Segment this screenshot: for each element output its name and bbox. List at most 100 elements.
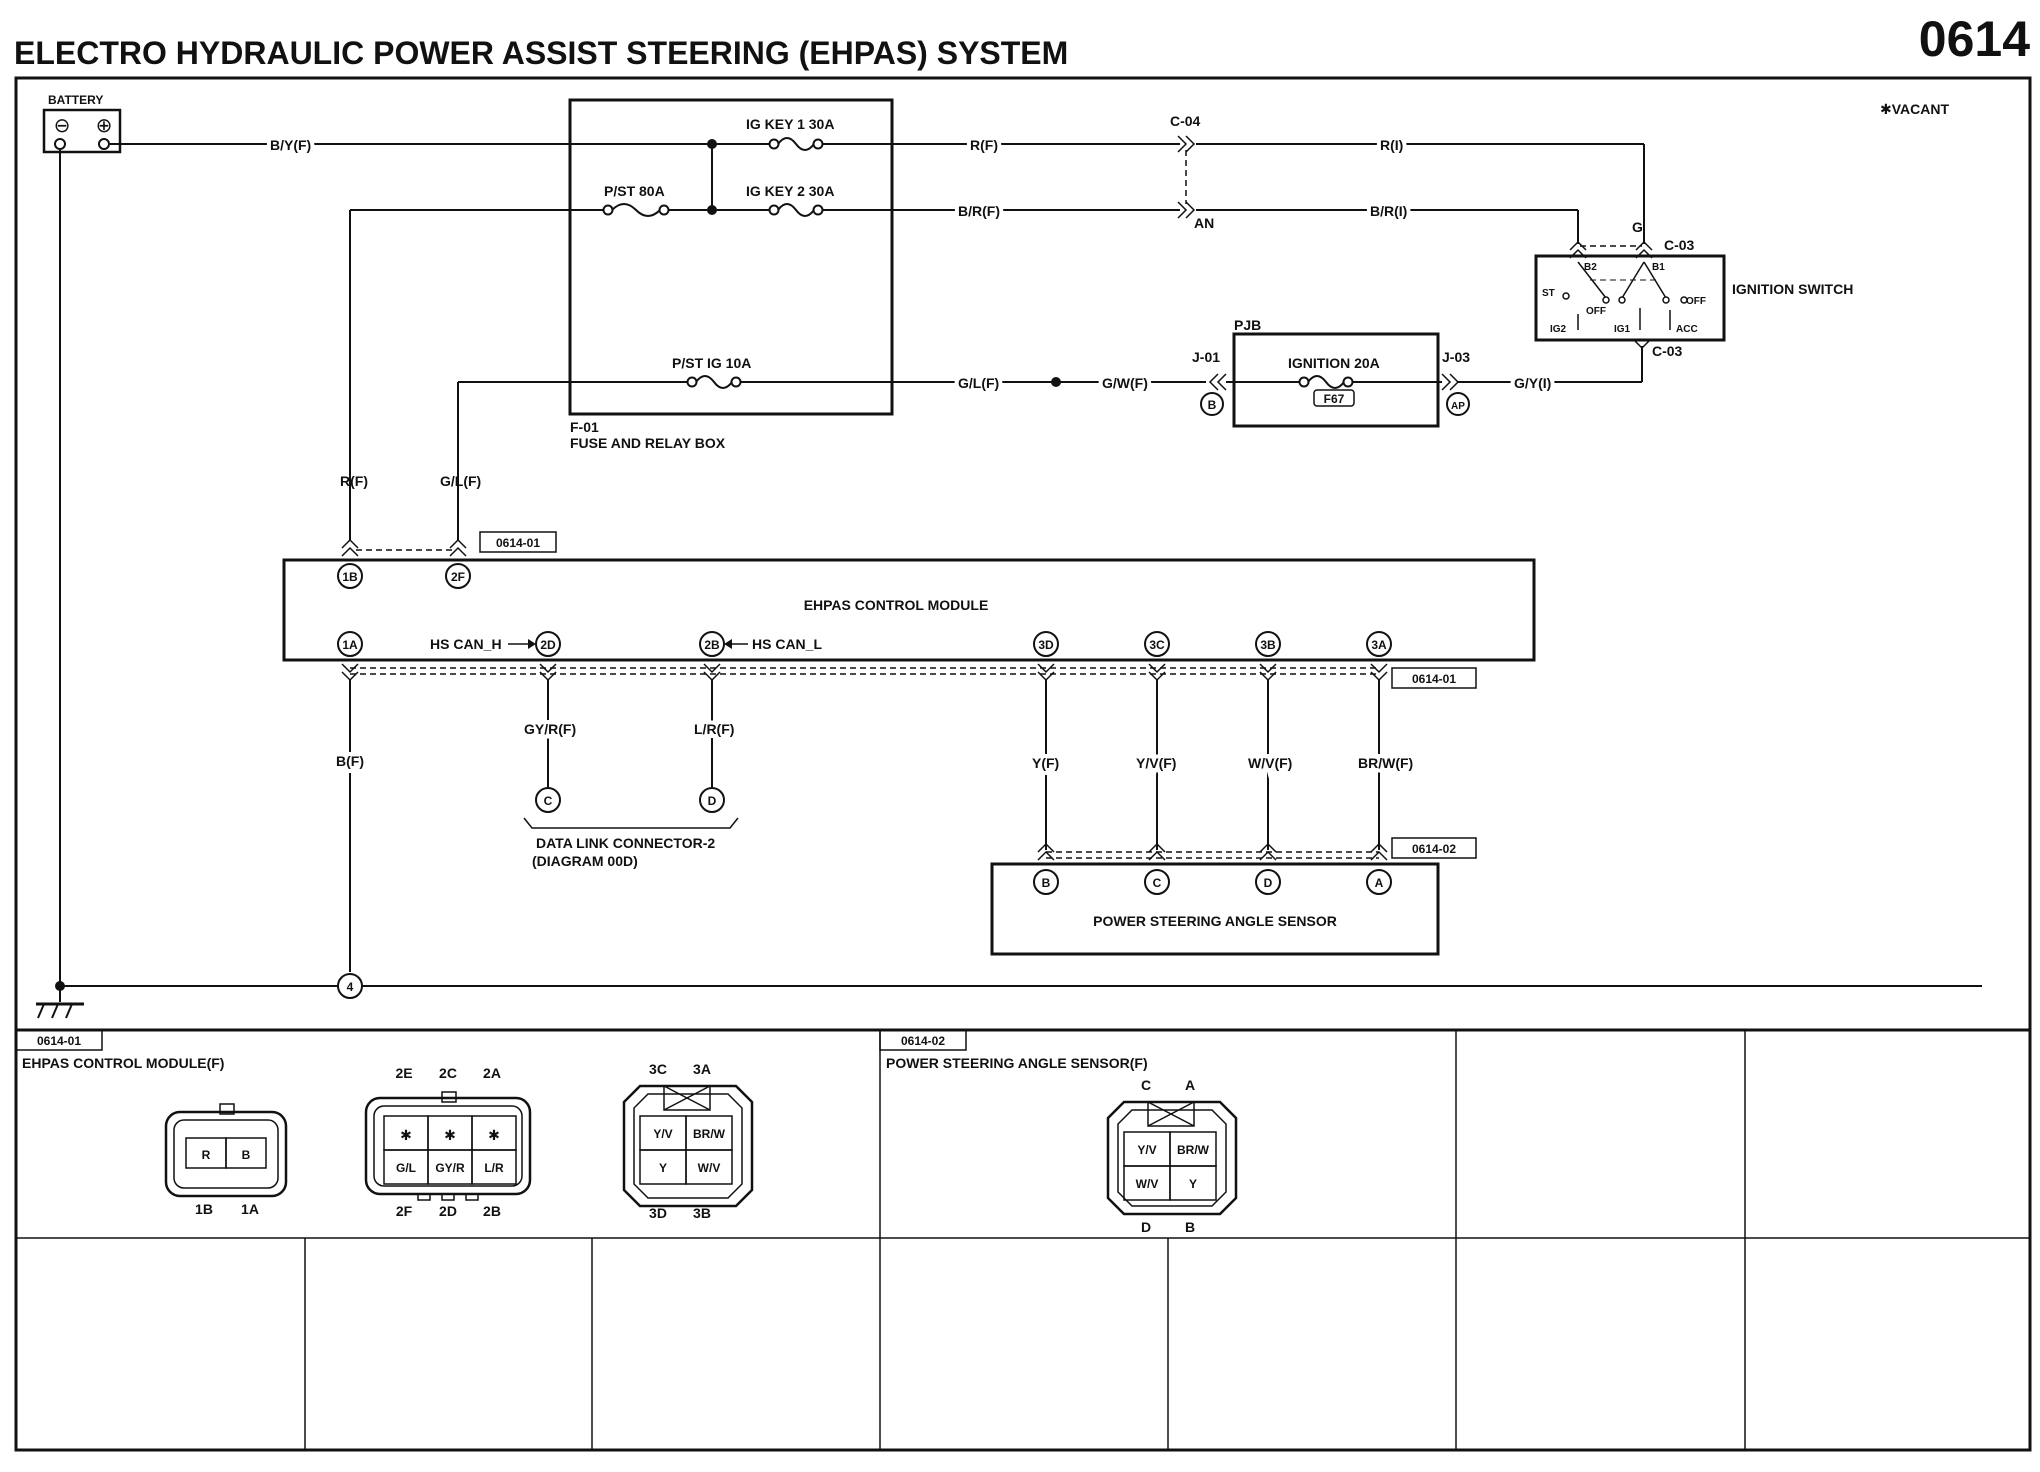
- fuse-pst-ig-icon: [695, 375, 733, 389]
- fuse-terminal: [812, 138, 824, 150]
- can-h-label: HS CAN_H: [430, 636, 502, 652]
- wire-label-r-f-left: R(F): [340, 473, 368, 489]
- c2-pin-label: 2E: [395, 1065, 412, 1081]
- dlc-pin-d-label: D: [708, 794, 717, 808]
- connector-sensor-d: [1259, 842, 1277, 861]
- c2-cell: ✱: [444, 1127, 456, 1143]
- sv-pin-label: D: [1141, 1219, 1151, 1235]
- wire-label-brw-f: BR/W(F): [1358, 755, 1413, 771]
- pin-ap: [1446, 392, 1470, 416]
- pin-b-label: B: [1208, 398, 1217, 412]
- pjb-fuse-code-box: [1313, 389, 1355, 407]
- pjb-fuse-label: IGNITION 20A: [1288, 355, 1380, 371]
- wire-label-gy-i: G/Y(I): [1514, 375, 1551, 391]
- page-title: ELECTRO HYDRAULIC POWER ASSIST STEERING …: [14, 35, 1068, 71]
- sensor-pin-a-label: A: [1375, 876, 1384, 890]
- pin-2d-label: 2D: [540, 638, 556, 652]
- page-number: 0614: [1919, 11, 2030, 67]
- connector-g-label: G: [1632, 219, 1643, 235]
- fuse-terminal: [768, 204, 780, 216]
- wire-label-lr-f: L/R(F): [694, 721, 734, 737]
- c2-cell: ✱: [488, 1127, 500, 1143]
- wire-label-br-f: B/R(F): [958, 203, 1000, 219]
- ign-terminal-ig2: IG2: [1550, 324, 1567, 335]
- ehpas-module-label: EHPAS CONTROL MODULE: [804, 597, 989, 613]
- pin-1a-label: 1A: [342, 638, 358, 652]
- connector-2d: [539, 663, 557, 682]
- fuse-terminal: [730, 376, 742, 388]
- sv-cell: BR/W: [1177, 1143, 1210, 1157]
- ref-tab-sensor: [879, 1029, 967, 1051]
- dlc-pin-d: [699, 787, 725, 813]
- pin-ap-label: AP: [1451, 401, 1465, 412]
- pjb-fuse-icon: [1307, 375, 1345, 389]
- connector-1a: [341, 663, 359, 682]
- battery-minus-icon: ⊖: [54, 115, 71, 137]
- connector-view-sensor-title: POWER STEERING ANGLE SENSOR(F): [886, 1055, 1148, 1071]
- fuse-ig-key1-icon: [777, 137, 815, 151]
- pin-2b-label: 2B: [704, 638, 720, 652]
- vacant-note: ✱VACANT: [1880, 101, 1949, 117]
- c3-pin-label: 3B: [693, 1205, 711, 1221]
- connector-c03-bottom-label: C-03: [1652, 343, 1683, 359]
- wire-label-gl-f-right: G/L(F): [958, 375, 999, 391]
- dlc-sublabel: (DIAGRAM 00D): [532, 853, 638, 869]
- c3-pin-label: 3C: [649, 1061, 667, 1077]
- wire-label-y-f: Y(F): [1032, 755, 1059, 771]
- sv-pin-label: B: [1185, 1219, 1195, 1235]
- connector-j01-label: J-01: [1192, 349, 1220, 365]
- c1-cell: B: [242, 1148, 251, 1162]
- dlc-bracket: [523, 817, 739, 829]
- ref-sensor: 0614-02: [1412, 842, 1456, 856]
- ign-contact-dot: [1562, 292, 1570, 300]
- pin-3d: [1033, 631, 1059, 657]
- connector-2b: [703, 663, 721, 682]
- connector-view-c3: [622, 1084, 754, 1208]
- ground-node-label: 4: [347, 980, 354, 994]
- wire-label-r-i: R(I): [1380, 137, 1403, 153]
- connector-j03-label: J-03: [1442, 349, 1470, 365]
- c2-pin-label: 2A: [483, 1065, 501, 1081]
- dlc-pin-c: [535, 787, 561, 813]
- ign-terminal-b2: B2: [1584, 262, 1597, 273]
- c3-cell: Y: [659, 1161, 667, 1175]
- connector-3c: [1148, 663, 1166, 682]
- fuse-terminal: [768, 138, 780, 150]
- fuse-pst-ig-label: P/ST IG 10A: [672, 355, 751, 371]
- connector-c04-label: C-04: [1170, 113, 1201, 129]
- c2-pin-label: 2C: [439, 1065, 457, 1081]
- connector-view-ehpas-title: EHPAS CONTROL MODULE(F): [22, 1055, 224, 1071]
- c3-pin-label: 3A: [693, 1061, 711, 1077]
- fuse-box-id: F-01: [570, 419, 599, 435]
- ref-box-lower: [1391, 667, 1477, 689]
- ehpas-control-module: [282, 558, 1536, 662]
- sensor-pin-c-label: C: [1153, 876, 1162, 890]
- connector-view-sensor: [1106, 1100, 1238, 1216]
- c2-cell: GY/R: [435, 1161, 465, 1175]
- sensor-pin-b-label: B: [1042, 876, 1051, 890]
- connector-view-c2: [364, 1091, 532, 1201]
- fuse-ig-key2-icon: [777, 203, 815, 217]
- wire-label-gw-f: G/W(F): [1102, 375, 1148, 391]
- pin-1a: [337, 631, 363, 657]
- pin-3a: [1366, 631, 1392, 657]
- battery-label: BATTERY: [48, 93, 103, 107]
- c3-cell: BR/W: [693, 1127, 726, 1141]
- ign-contact-dot: [1602, 296, 1610, 304]
- sv-pin-label: C: [1141, 1077, 1151, 1093]
- ign-terminal-acc: ACC: [1676, 324, 1698, 335]
- wire-label-gl-f-left: G/L(F): [440, 473, 481, 489]
- arrow-right-icon: [528, 639, 536, 649]
- wire-label-yv-f: Y/V(F): [1136, 755, 1176, 771]
- c2-pin-label: 2D: [439, 1203, 457, 1219]
- pjb-box: [1232, 332, 1440, 428]
- fuse-ig-key1-label: IG KEY 1 30A: [746, 116, 834, 132]
- ref-tab-ehpas-label: 0614-01: [37, 1034, 81, 1048]
- fuse-relay-box: [568, 98, 894, 416]
- fuse-terminal: [658, 204, 670, 216]
- connector-j01: [1208, 373, 1227, 391]
- pjb-fuse-code: F67: [1324, 392, 1345, 406]
- connector-an-label: AN: [1194, 215, 1214, 231]
- c3-cell: Y/V: [653, 1127, 672, 1141]
